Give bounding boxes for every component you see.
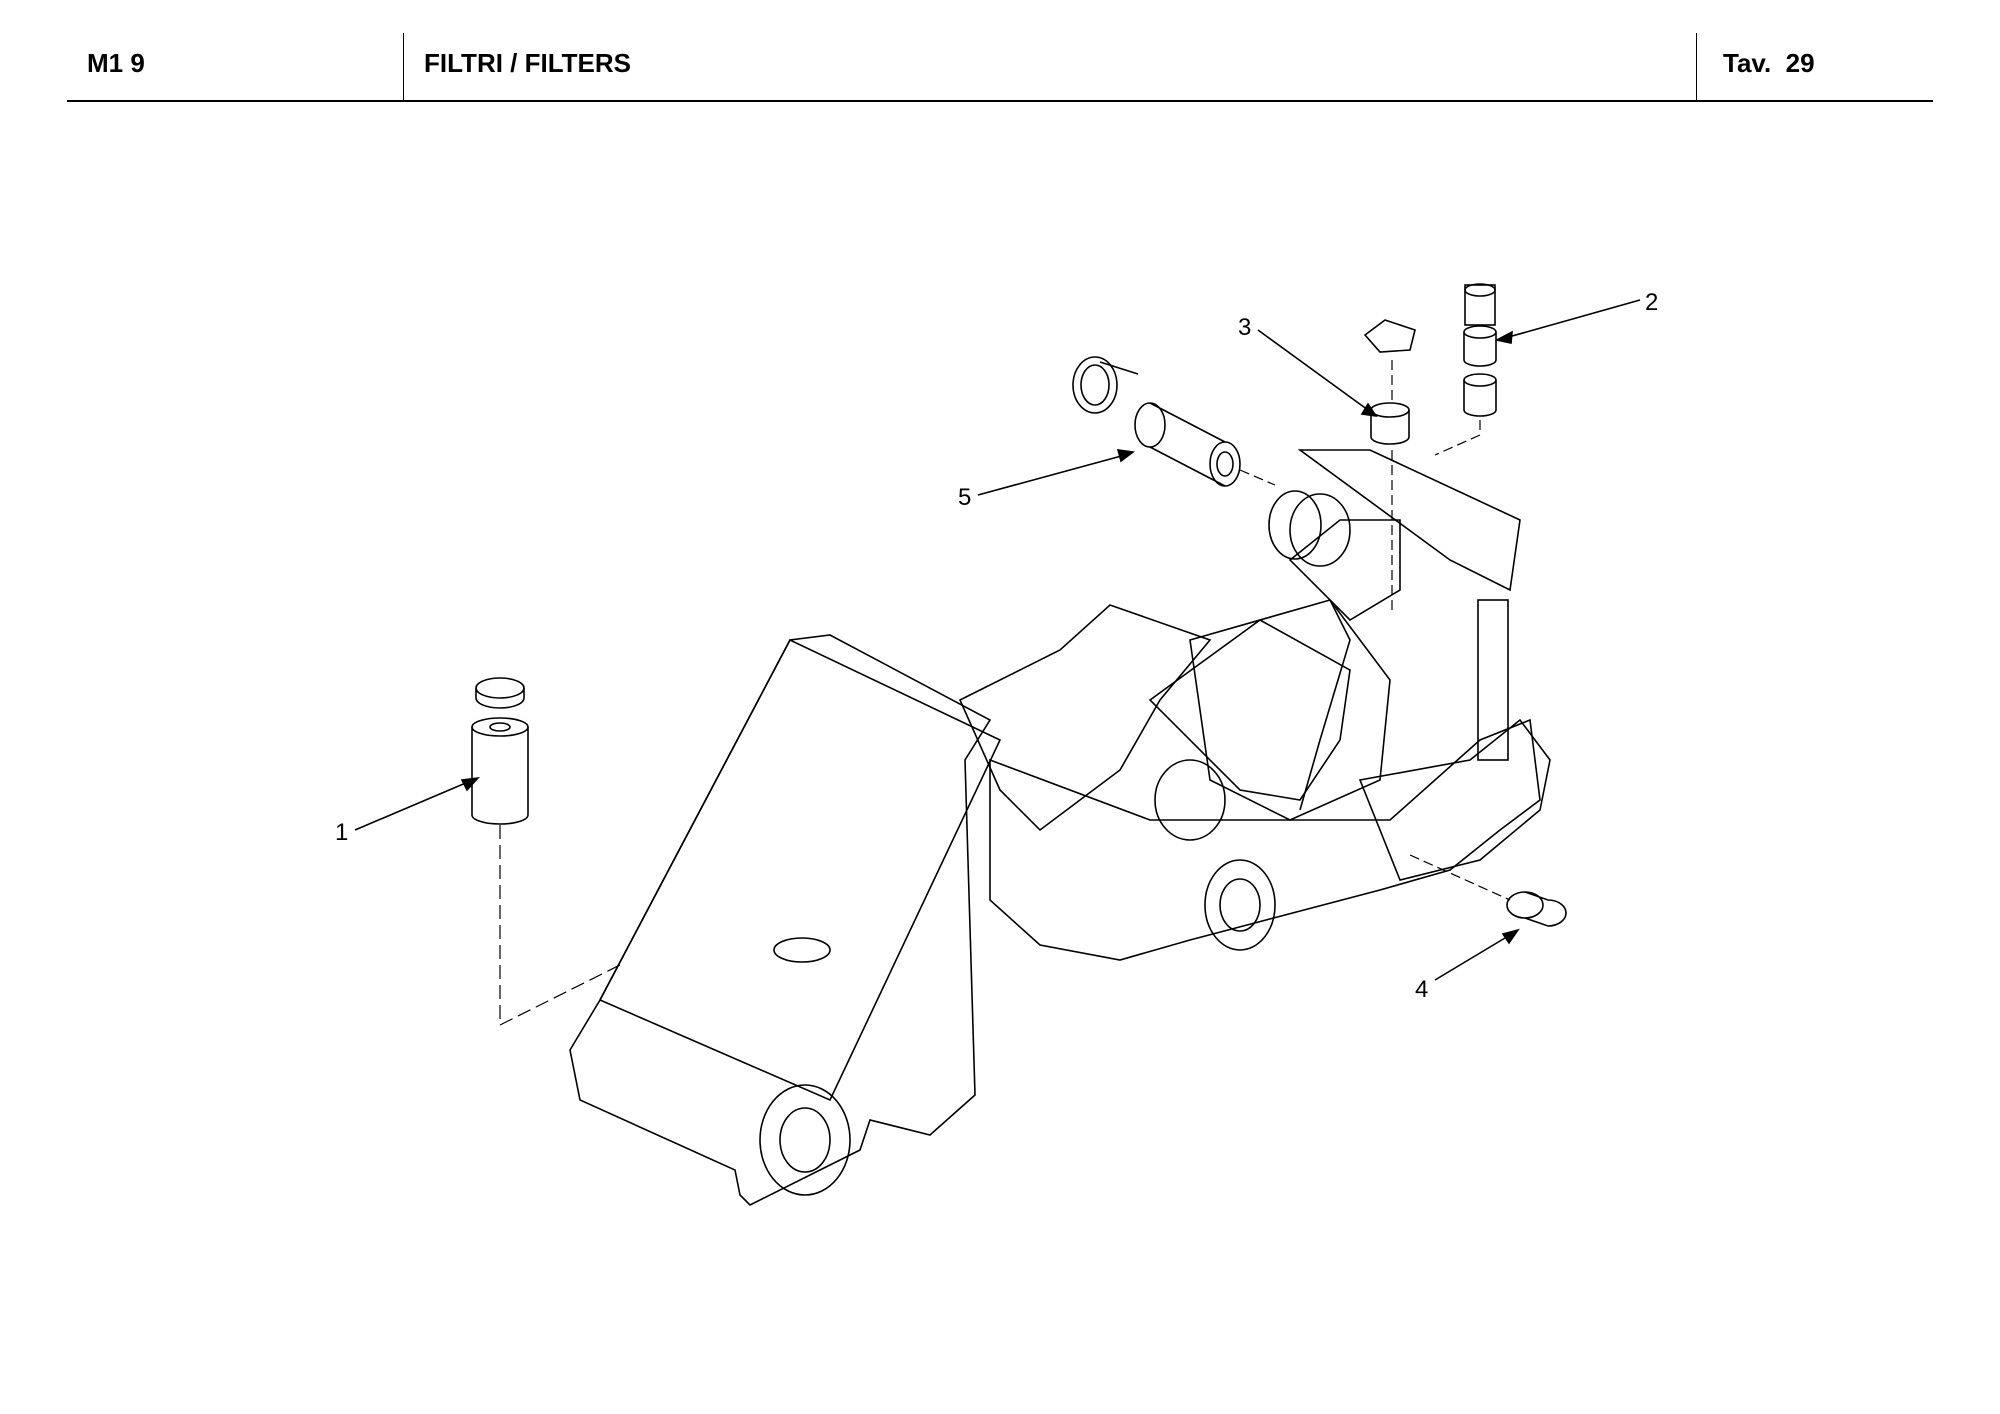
callout-4: 4 bbox=[1415, 976, 1428, 1003]
divider bbox=[1696, 33, 1697, 100]
model-code: M1 9 bbox=[87, 48, 145, 78]
part-4-filter: 4 bbox=[1409, 854, 1567, 1003]
part-3-filter: 3 bbox=[1238, 314, 1416, 610]
part-1-filter: 1 bbox=[335, 677, 621, 1026]
part-2-filter: 2 bbox=[1434, 283, 1658, 456]
divider bbox=[403, 33, 404, 100]
machine-frame bbox=[569, 449, 1551, 1206]
callout-2: 2 bbox=[1645, 289, 1658, 316]
title-block: M1 9 FILTRI / FILTERS Tav. 29 bbox=[67, 0, 1933, 102]
page-title: FILTRI / FILTERS bbox=[424, 48, 632, 78]
part-5-filter: 5 bbox=[958, 356, 1322, 560]
callout-5: 5 bbox=[958, 484, 971, 511]
table-number: Tav. 29 bbox=[1723, 48, 1815, 78]
callout-3: 3 bbox=[1238, 314, 1251, 341]
callout-1: 1 bbox=[335, 819, 348, 846]
